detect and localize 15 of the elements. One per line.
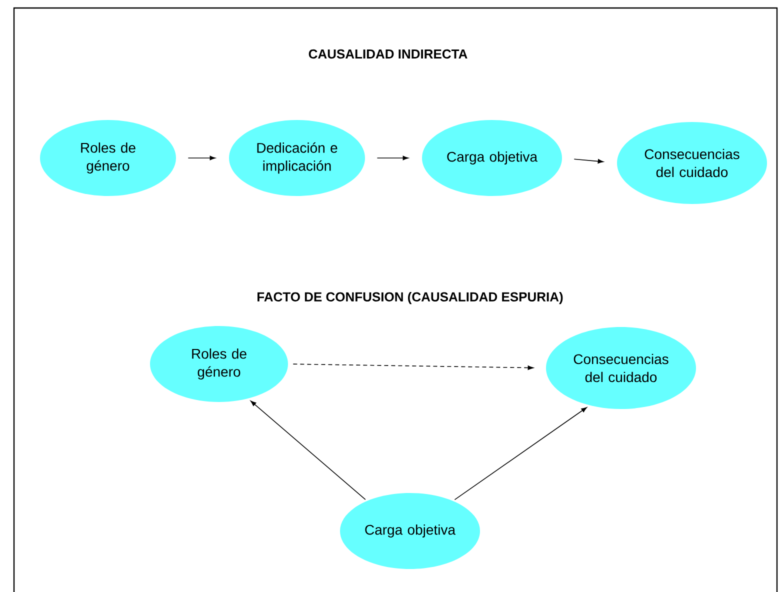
- arrow: [250, 400, 366, 500]
- ellipse-node: Roles de género: [40, 120, 176, 196]
- ellipse-node: Roles de género: [150, 326, 288, 402]
- ellipse-node: Carga objetiva: [340, 493, 480, 569]
- ellipse-node: Consecuencias del cuidado: [546, 327, 696, 409]
- heading: FACTO DE CONFUSION (CAUSALIDAD ESPURIA): [258, 292, 563, 304]
- arrow: [292, 364, 534, 370]
- arrow: [454, 407, 587, 500]
- heading: CAUSALIDAD INDIRECTA: [308, 49, 468, 59]
- ellipse-node: Carga objetiva: [422, 120, 562, 196]
- arrow: [376, 156, 408, 160]
- ellipse-node: Consecuencias del cuidado: [617, 122, 767, 204]
- ellipse-node: Dedicación e implicación: [229, 120, 365, 196]
- arrow: [574, 158, 604, 164]
- arrow: [188, 156, 216, 160]
